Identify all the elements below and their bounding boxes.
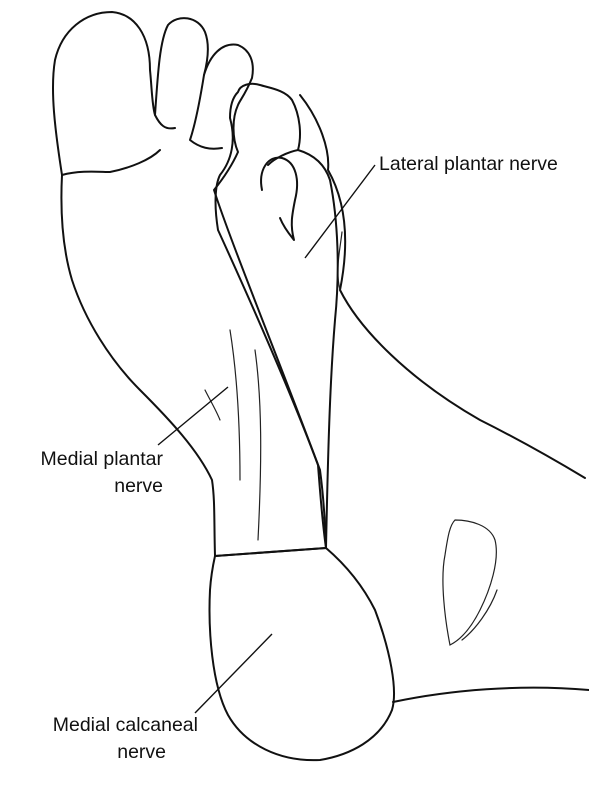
label-medial-calcaneal-line1: Medial calcaneal [53, 714, 198, 736]
lateral-plantar-region [216, 84, 338, 548]
medial-calcaneal-leader [195, 634, 272, 713]
label-medial-plantar-line1: Medial plantar [41, 448, 164, 470]
label-medial-plantar-line2: nerve [114, 475, 163, 497]
ankle-outline [300, 95, 589, 702]
label-medial-calcaneal-line2: nerve [117, 741, 166, 763]
medial-plantar-leader [158, 387, 228, 445]
medial-calcaneal-region [210, 548, 394, 760]
label-lateral-plantar-nerve: Lateral plantar nerve [379, 153, 558, 175]
